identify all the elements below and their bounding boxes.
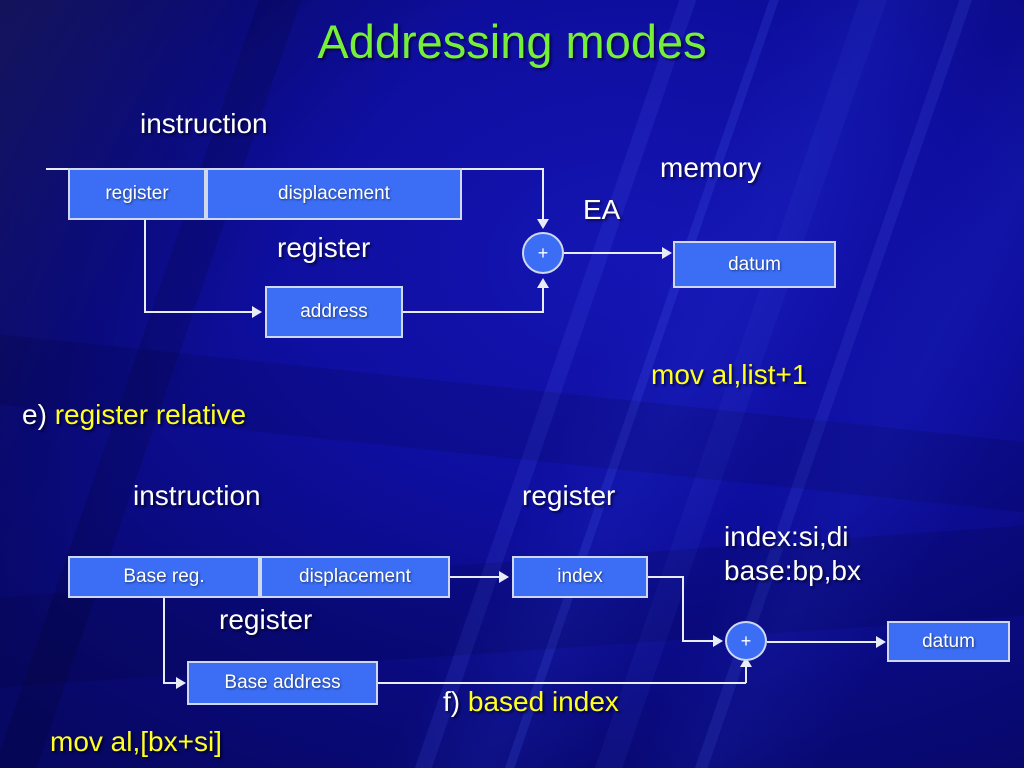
connector-displacement-to-index — [450, 576, 500, 578]
connector-adder-to-datum-bottom — [767, 641, 877, 643]
mode-name-f: based index — [467, 686, 619, 717]
mode-prefix-e: e) — [22, 399, 47, 430]
connector-displacement-right — [462, 168, 544, 170]
arrowhead-into-adder-bottom-2 — [740, 657, 752, 667]
label-memory: memory — [660, 152, 762, 183]
example-code-bottom: mov al,[bx+si] — [50, 726, 222, 757]
connector-index-down — [682, 576, 684, 641]
example-code-top: mov al,list+1 — [651, 359, 808, 390]
arrowhead-into-index — [499, 571, 509, 583]
box-index: index — [512, 556, 648, 598]
connector-instruction-stub — [46, 168, 70, 170]
connector-register-to-address — [144, 311, 254, 313]
adder-circle-top: + — [522, 232, 564, 274]
arrowhead-into-datum-bottom — [876, 636, 886, 648]
arrowhead-into-adder-top — [537, 219, 549, 229]
label-register-bottom-mid: register — [219, 604, 313, 635]
connector-register-down — [144, 220, 146, 312]
arrowhead-into-adder-bottom-left — [713, 635, 723, 647]
connector-index-to-adder — [682, 640, 715, 642]
connector-baseaddress-right — [378, 682, 746, 684]
box-displacement-bottom: displacement — [260, 556, 450, 598]
connector-basereg-to-baseaddress — [163, 682, 179, 684]
box-displacement: displacement — [206, 168, 462, 220]
mode-prefix-f: f) — [443, 686, 461, 717]
note-base: base:bp,bx — [724, 555, 861, 586]
connector-basereg-down — [163, 598, 165, 683]
mode-name-e: register relative — [54, 399, 247, 430]
mode-label-f: f) based index — [443, 686, 619, 718]
box-datum-bottom: datum — [887, 621, 1010, 662]
background-streak — [0, 521, 1024, 690]
mode-label-e: e) register relative — [22, 399, 246, 431]
label-instruction-bottom: instruction — [133, 480, 261, 511]
box-base-reg: Base reg. — [68, 556, 260, 598]
arrowhead-into-adder-bottom — [537, 278, 549, 288]
arrowhead-into-datum — [662, 247, 672, 259]
note-index: index:si,di — [724, 521, 849, 552]
box-datum-top: datum — [673, 241, 836, 288]
arrowhead-into-address — [252, 306, 262, 318]
label-ea: EA — [583, 194, 621, 225]
arrowhead-into-base-address — [176, 677, 186, 689]
label-register-top: register — [277, 232, 371, 263]
connector-index-right — [648, 576, 684, 578]
box-base-address: Base address — [187, 661, 378, 705]
box-register: register — [68, 168, 206, 220]
connector-adder-to-datum — [564, 252, 664, 254]
connector-displacement-down — [542, 168, 544, 220]
slide-title: Addressing modes — [317, 15, 707, 68]
box-address: address — [265, 286, 403, 338]
label-instruction-top: instruction — [140, 108, 268, 139]
connector-address-up — [542, 287, 544, 312]
adder-circle-bottom: + — [725, 621, 767, 661]
connector-address-right — [403, 311, 544, 313]
connector-baseaddress-up — [745, 666, 747, 683]
label-register-bottom-top: register — [522, 480, 616, 511]
